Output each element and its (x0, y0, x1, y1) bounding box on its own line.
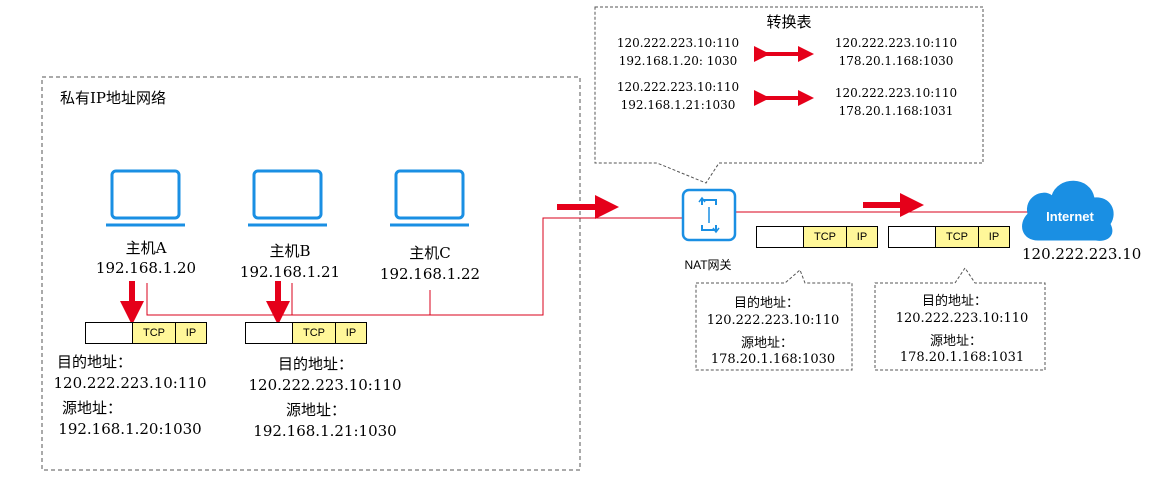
packet-ip-header: IP (847, 227, 877, 247)
packet-data-segment (757, 227, 804, 247)
host-b-ip: 192.168.1.21 (239, 263, 341, 281)
nat-callout-left (695, 269, 853, 371)
nat-2-src: 178.20.1.168:1031 (899, 350, 1025, 365)
translation-table-title: 转换表 (766, 13, 812, 31)
host-b-src-label: 源地址： (286, 401, 347, 419)
network-wiring (146, 211, 1030, 316)
table-row-2-left-2: 192.168.1.21:1030 (620, 98, 736, 112)
computer-icon-c (390, 169, 469, 227)
host-c-name: 主机C (409, 244, 451, 262)
host-a-src: 192.168.1.20:1030 (58, 420, 202, 438)
table-row-1-left-2: 192.168.1.20: 1030 (618, 54, 738, 68)
packet-nat-2: TCP IP (888, 226, 1010, 248)
table-row-1-right-1: 120.222.223.10:110 (834, 36, 958, 50)
nat-2-dest: 120.222.223.10:110 (895, 311, 1029, 326)
host-b-dest-label: 目的地址： (278, 355, 354, 373)
host-a-dest-label: 目的地址： (57, 353, 133, 371)
packet-tcp-header: TCP (804, 227, 847, 247)
nat-1-src-label: 源地址： (741, 336, 794, 351)
packet-data-segment (246, 323, 293, 343)
packet-host-a: TCP IP (85, 322, 207, 344)
nat-gateway-icon (681, 188, 737, 242)
host-a-ip: 192.168.1.20 (95, 259, 197, 277)
host-b-dest: 120.222.223.10:110 (248, 376, 402, 394)
internet-cloud-icon (1022, 180, 1114, 241)
host-a-dest: 120.222.223.10:110 (53, 374, 207, 392)
table-row-1-right-2: 178.20.1.168:1030 (838, 54, 954, 68)
host-c-ip: 192.168.1.22 (379, 265, 481, 283)
packet-ip-header: IP (176, 323, 206, 343)
computer-icon-b (248, 169, 327, 227)
host-a-src-label: 源地址： (62, 399, 123, 417)
packet-host-b: TCP IP (245, 322, 367, 344)
packet-ip-header: IP (336, 323, 366, 343)
packet-tcp-header: TCP (293, 323, 336, 343)
nat-2-dest-label: 目的地址： (922, 294, 988, 309)
host-a-name: 主机A (125, 239, 167, 257)
nat-1-dest: 120.222.223.10:110 (706, 313, 840, 328)
host-b-src: 192.168.1.21:1030 (253, 422, 397, 440)
packet-nat-1: TCP IP (756, 226, 878, 248)
packet-ip-header: IP (979, 227, 1009, 247)
table-row-1-left-1: 120.222.223.10:110 (616, 36, 740, 50)
host-b-name: 主机B (269, 242, 311, 260)
private-network-label: 私有IP地址网络 (60, 89, 167, 107)
nat-1-dest-label: 目的地址： (734, 296, 800, 311)
packet-tcp-header: TCP (936, 227, 979, 247)
internet-label: Internet (1046, 209, 1094, 224)
table-row-2-left-1: 120.222.223.10:110 (616, 80, 740, 94)
nat-2-src-label: 源地址： (930, 334, 983, 349)
computer-icon-a (106, 169, 185, 227)
internet-ip: 120.222.223.10 (1022, 245, 1142, 263)
packet-data-segment (889, 227, 936, 247)
private-network-box (41, 76, 581, 471)
nat-callout-right (874, 267, 1046, 371)
nat-gateway-label: NAT网关 (684, 258, 732, 272)
nat-1-src: 178.20.1.168:1030 (710, 352, 836, 367)
table-row-2-right-2: 178.20.1.168:1031 (838, 104, 954, 118)
packet-tcp-header: TCP (133, 323, 176, 343)
table-row-2-right-1: 120.222.223.10:110 (834, 86, 958, 100)
packet-data-segment (86, 323, 133, 343)
